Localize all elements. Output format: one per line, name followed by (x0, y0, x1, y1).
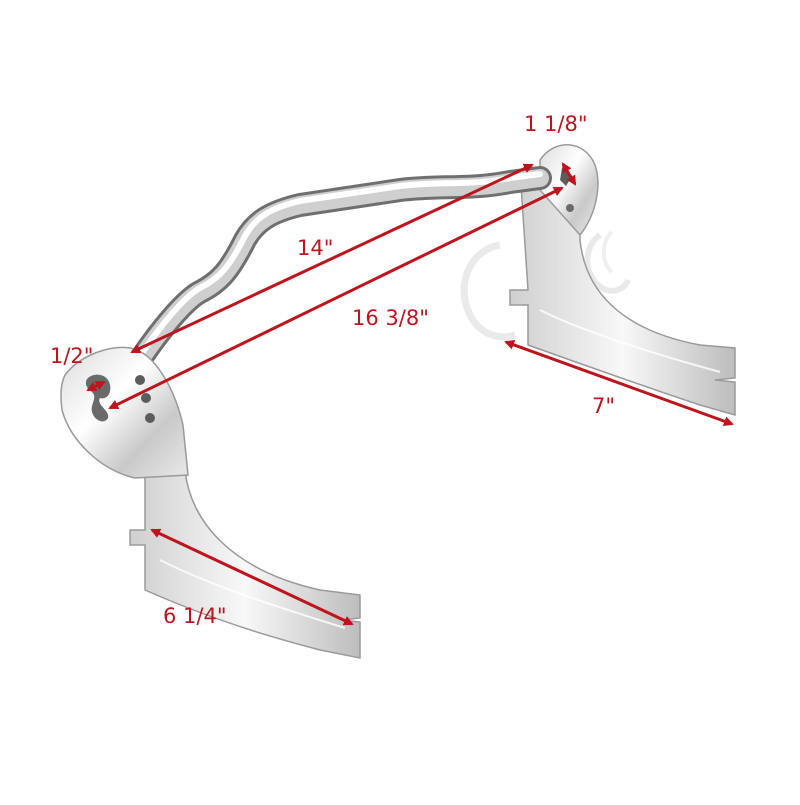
label-inner-span: 14" (297, 236, 334, 260)
arrow-7-inch (504, 340, 734, 426)
arrow-1-2-inch (86, 380, 106, 392)
label-top-plate-width: 1 1/8" (524, 112, 588, 136)
arrow-1-1-8-inch (561, 162, 577, 186)
dimension-arrows (86, 162, 734, 626)
label-left-bracket-length: 6 1/4" (163, 604, 227, 628)
right-mounting-bracket (509, 169, 736, 416)
label-left-plate-width: 1/2" (50, 344, 94, 368)
arrow-6-1-4-inch (150, 528, 354, 626)
label-outer-span: 16 3/8" (352, 306, 429, 330)
arrow-16-3-8-inch (108, 186, 564, 410)
label-right-bracket-length: 7" (592, 394, 616, 418)
left-mounting-bracket (129, 469, 361, 659)
